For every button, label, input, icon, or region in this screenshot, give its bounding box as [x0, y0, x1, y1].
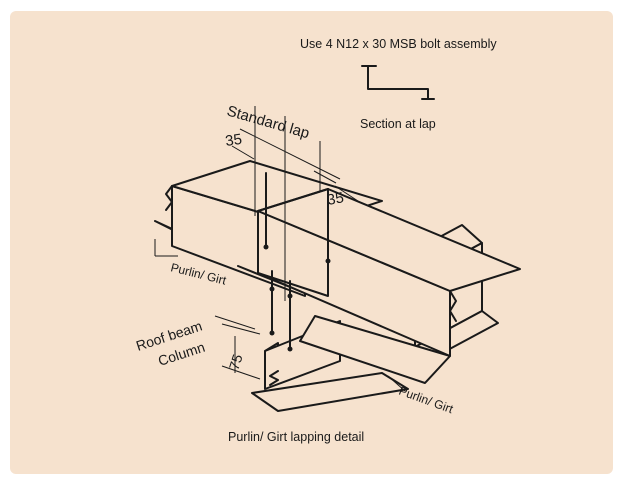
bolt-5: [269, 330, 275, 336]
leader-lines: [154, 239, 406, 392]
purlin-girt-right: [237, 188, 521, 384]
dim-35-left: 35: [224, 131, 243, 150]
bolt-3: [269, 286, 275, 292]
caption: Purlin/ Girt lapping detail: [228, 430, 364, 444]
bolt-2: [325, 258, 331, 264]
dim-75: 75: [226, 352, 246, 372]
lap-plate: [257, 188, 329, 297]
bolt-lines: [263, 172, 331, 352]
bolt-6: [287, 346, 293, 352]
bolt-4: [287, 293, 293, 299]
lapping-detail-drawing: Use 4 N12 x 30 MSB bolt assembly Section…: [134, 37, 521, 444]
dimension-lines: [221, 106, 359, 380]
drawing-panel: Use 4 N12 x 30 MSB bolt assembly Section…: [10, 11, 613, 474]
section-at-lap-label: Section at lap: [360, 117, 436, 131]
purlin-girt-right-label: Purlin/ Girt: [397, 384, 456, 417]
section-at-lap-symbol: [361, 65, 435, 100]
bolt-note: Use 4 N12 x 30 MSB bolt assembly: [300, 37, 497, 51]
dim-35-right: 35: [326, 189, 345, 209]
bolt-1: [263, 244, 269, 250]
